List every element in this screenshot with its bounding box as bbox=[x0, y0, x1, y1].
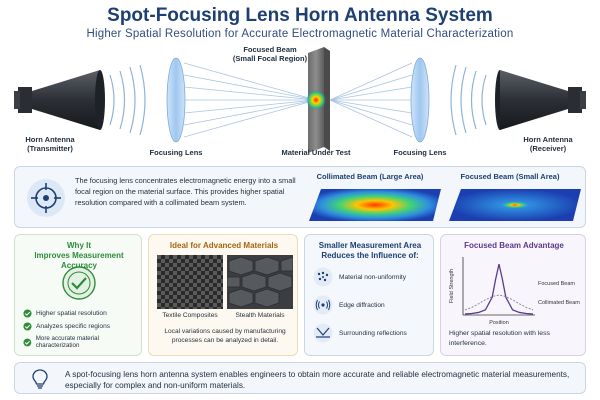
materials-title: Ideal for Advanced Materials bbox=[169, 241, 279, 250]
area-item: Material non-uniformity bbox=[313, 267, 407, 287]
accuracy-item-label: Analyzes specific regions bbox=[36, 323, 111, 330]
antenna-system-diagram: Horn Antenna(Transmitter) Focusing Lens … bbox=[0, 45, 600, 165]
info-text: The focusing lens concentrates electroma… bbox=[75, 176, 296, 208]
focused-beam-footprint bbox=[449, 189, 581, 221]
accuracy-item-label: More accurate material characterization bbox=[35, 335, 99, 349]
horn-antenna-receiver-icon bbox=[495, 70, 586, 130]
summary-footer: A spot-focusing lens horn antenna system… bbox=[14, 362, 586, 394]
chart-title: Focused Beam Advantage bbox=[464, 241, 564, 250]
chart-panel: Focused Beam Advantage Field Strength Po… bbox=[440, 234, 586, 356]
edge-diffraction-icon bbox=[313, 295, 333, 315]
area-item-label: Material non-uniformity bbox=[339, 273, 407, 281]
focused-caption: Focused Beam (Small Area) bbox=[460, 172, 560, 181]
accuracy-item: More accurate material characterization bbox=[23, 335, 141, 349]
diverging-beam-icon bbox=[329, 62, 413, 138]
horn-antenna-transmitter-icon bbox=[14, 70, 105, 130]
legend-focused: Focused Beam bbox=[538, 281, 575, 287]
info-panel: The focusing lens concentrates electroma… bbox=[14, 166, 586, 228]
series-line-focused bbox=[464, 263, 534, 315]
materials-panel: Ideal for Advanced Materials Textile Com… bbox=[148, 234, 298, 356]
focal-spot-icon bbox=[306, 90, 326, 110]
lens-right-label: Focusing Lens bbox=[393, 148, 447, 157]
lens-left-label: Focusing Lens bbox=[149, 148, 203, 157]
collimated-beam-footprint bbox=[309, 189, 441, 221]
mut-label: Material Under Test bbox=[281, 148, 351, 157]
check-icon bbox=[23, 338, 32, 346]
legend-collimated: Collimated Beam bbox=[538, 300, 580, 306]
page-title: Spot-Focusing Lens Horn Antenna System bbox=[107, 5, 493, 26]
textile-composite-image bbox=[157, 255, 223, 309]
beam-profile-chart: Field Strength Position Focused Beam Col… bbox=[449, 257, 580, 326]
series-line-collimated bbox=[464, 294, 534, 311]
reflection-icon bbox=[313, 323, 333, 343]
check-shield-icon bbox=[62, 266, 96, 300]
textile-caption: Textile Composites bbox=[162, 312, 218, 319]
area-item-label: Edge diffraction bbox=[339, 301, 385, 309]
check-icon bbox=[23, 309, 32, 318]
collimated-caption: Collimated Beam (Large Area) bbox=[316, 172, 424, 181]
accuracy-item-label: Higher spatial resolution bbox=[36, 310, 107, 317]
accuracy-item: Analyzes specific regions bbox=[23, 322, 141, 331]
stealth-material-image bbox=[227, 255, 293, 309]
wavefront-right-icon bbox=[450, 64, 487, 136]
materials-note: Local variations caused by manufacturing… bbox=[164, 328, 286, 345]
chart-note: Higher spatial resolution with less inte… bbox=[449, 330, 550, 347]
area-item: Surrounding reflections bbox=[313, 323, 407, 343]
target-crosshair-icon bbox=[27, 179, 65, 217]
antenna-diagram-svg bbox=[14, 47, 586, 153]
lightbulb-icon bbox=[32, 369, 48, 389]
check-icon bbox=[23, 322, 32, 331]
focused-beam-label: Focused Beam(Small Focal Region) bbox=[232, 45, 308, 63]
stealth-caption: Stealth Materials bbox=[235, 312, 285, 319]
focusing-lens-left-icon bbox=[166, 57, 186, 143]
page-subtitle: Higher Spatial Resolution for Accurate E… bbox=[86, 28, 514, 40]
converging-beam-icon bbox=[183, 62, 317, 138]
tx-label: Horn Antenna(Transmitter) bbox=[25, 135, 75, 153]
x-axis-label: Position bbox=[489, 320, 509, 326]
wavefront-left-icon bbox=[109, 64, 146, 136]
accuracy-item: Higher spatial resolution bbox=[23, 309, 141, 318]
non-uniformity-icon bbox=[313, 267, 333, 287]
summary-text: A spot-focusing lens horn antenna system… bbox=[65, 370, 570, 391]
area-item: Edge diffraction bbox=[313, 295, 407, 315]
beam-footprint-comparison bbox=[309, 189, 581, 221]
rx-label: Horn Antenna(Receiver) bbox=[523, 135, 573, 153]
area-item-label: Surrounding reflections bbox=[339, 329, 407, 337]
focusing-lens-right-icon bbox=[410, 57, 430, 143]
y-axis-label: Field Strength bbox=[449, 269, 455, 303]
